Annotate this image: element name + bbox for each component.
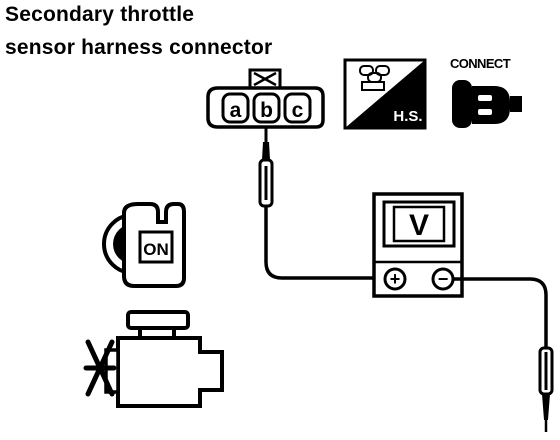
engine-icon — [83, 310, 224, 408]
ignition-key-icon: ON — [102, 202, 186, 288]
pin-c-cavity — [283, 92, 312, 124]
hs-badge: H.S. — [343, 58, 427, 130]
cooling-fan-icon — [83, 339, 117, 397]
pin-c-label: c — [292, 99, 304, 122]
voltmeter-display — [392, 205, 446, 243]
positive-lead-wire — [264, 206, 394, 280]
plug-connector-icon — [452, 80, 522, 128]
voltmeter-display-bezel — [382, 200, 456, 248]
connect-badge: CONNECT — [450, 56, 522, 128]
pin-a-label: a — [230, 99, 242, 122]
engine-top-cover — [126, 310, 190, 330]
hs-badge-label: H.S. — [393, 108, 422, 125]
connect-badge-label: CONNECT — [450, 56, 511, 71]
positive-probe — [258, 127, 274, 208]
harness-connector: a b c — [206, 68, 325, 129]
probe-tip — [262, 142, 270, 160]
voltmeter: V + − — [372, 192, 464, 298]
ignition-key-label-box — [138, 230, 174, 264]
negative-terminal-symbol: − — [438, 269, 449, 289]
pin-b-cavity — [252, 92, 281, 124]
chain-link-icon — [359, 65, 390, 91]
hs-badge-diagonal-fill — [345, 60, 425, 128]
voltmeter-unit-label: V — [409, 209, 429, 242]
engine-block — [116, 336, 224, 408]
pin-a-cavity — [221, 92, 250, 124]
title-line-1: Secondary throttle — [5, 3, 195, 26]
positive-terminal-symbol: + — [390, 269, 401, 289]
negative-lead-wire — [453, 277, 548, 348]
pin-b-label: b — [260, 99, 273, 122]
ignition-key-label: ON — [143, 240, 169, 259]
title-line-2: sensor harness connector — [5, 36, 273, 59]
connector-lock-icon — [253, 71, 277, 87]
positive-terminal — [383, 267, 407, 291]
negative-probe — [538, 346, 554, 432]
negative-probe-tip — [542, 394, 550, 420]
